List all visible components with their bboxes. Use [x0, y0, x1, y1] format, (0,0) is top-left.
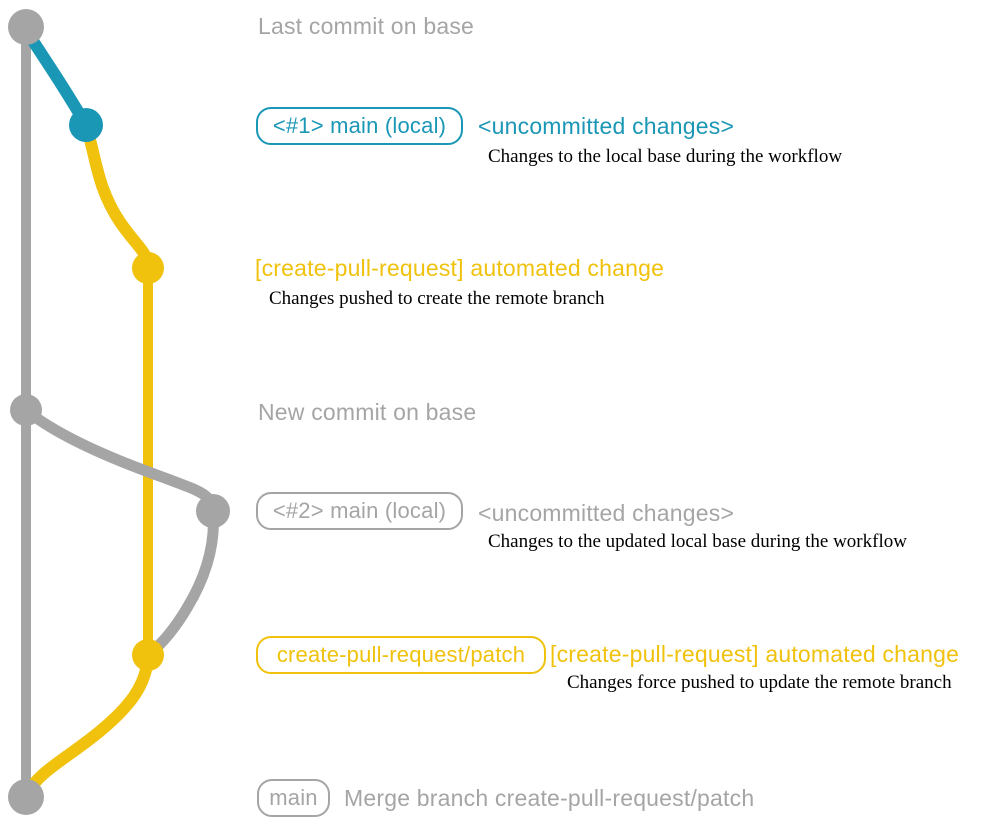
commit-message-merge: Merge branch create-pull-request/patch: [344, 785, 755, 811]
branch-badge-main: main: [257, 779, 330, 817]
branch-badge-create-pull-request-patch: create-pull-request/patch: [256, 636, 546, 674]
commit-node-automated-change-2: [132, 639, 164, 671]
note-automated-change-2: Changes force pushed to update the remot…: [567, 672, 952, 693]
commit-message-uncommitted-1: <uncommitted changes>: [478, 113, 735, 139]
commit-node-automated-change-1: [132, 252, 164, 284]
commit-message-uncommitted-2: <uncommitted changes>: [478, 500, 735, 526]
label-new-commit-on-base: New commit on base: [258, 399, 477, 425]
local-main-branch-curve-2: [22, 405, 219, 512]
commit-node-merge: [8, 779, 44, 815]
branch-badge-main-local-2: <#2> main (local): [256, 492, 463, 530]
label-last-commit-on-base: Last commit on base: [258, 13, 475, 39]
git-graph: [8, 9, 230, 815]
note-automated-change-1: Changes pushed to create the remote bran…: [269, 288, 605, 309]
patch-branch-curve-1: [80, 124, 154, 269]
commit-node-uncommitted-2: [196, 494, 230, 528]
note-uncommitted-2: Changes to the updated local base during…: [488, 531, 907, 552]
commit-node-last-commit-on-base: [8, 9, 44, 45]
branch-badge-main-local-1: <#1> main (local): [256, 107, 463, 145]
commit-message-automated-change-1: [create-pull-request] automated change: [255, 255, 665, 281]
note-uncommitted-1: Changes to the local base during the wor…: [488, 146, 843, 167]
commit-message-automated-change-2: [create-pull-request] automated change: [550, 641, 960, 667]
commit-node-uncommitted-1: [69, 108, 103, 142]
patch-merge-curve: [21, 654, 154, 798]
commit-node-new-commit-on-base: [10, 394, 42, 426]
local-main-to-patch-curve: [146, 510, 219, 659]
